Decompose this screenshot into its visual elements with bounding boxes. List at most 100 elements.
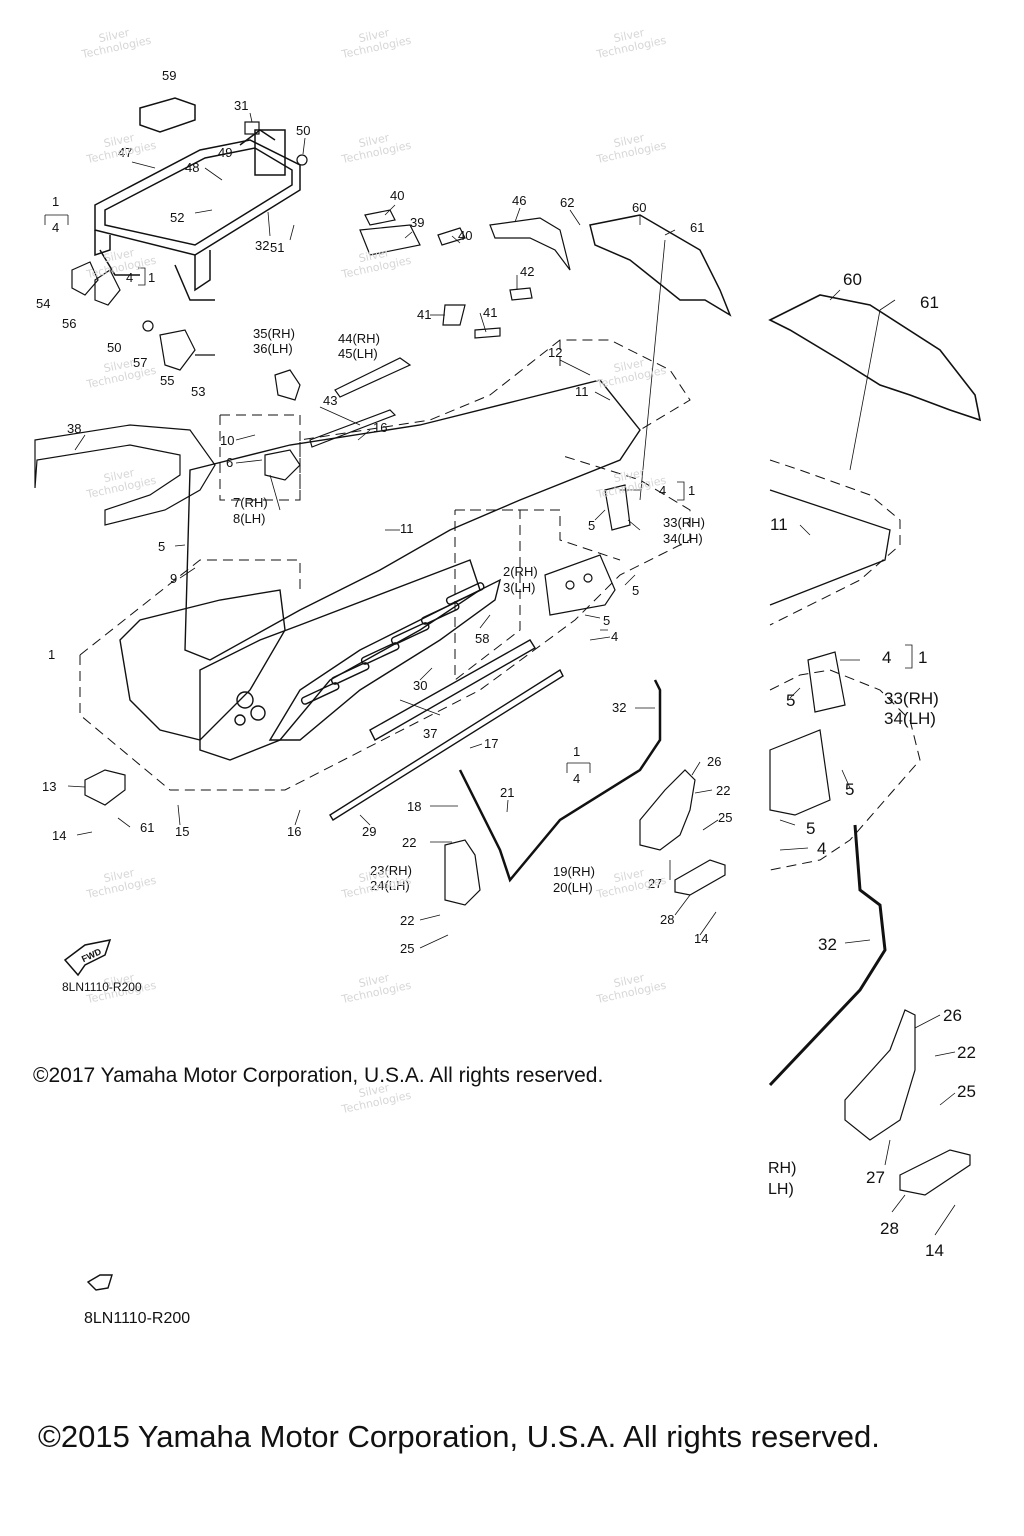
callout-46: 46	[512, 193, 526, 208]
part-7-bracket	[264, 449, 301, 481]
tunnel-body	[119, 379, 641, 761]
seat-rack-47	[94, 129, 301, 301]
zoom-callout-4: 4	[817, 839, 826, 858]
part-2-bracket-plate	[544, 554, 616, 616]
callout-48: 48	[185, 160, 199, 175]
zoom-callout-11: 11	[770, 515, 788, 534]
zoom-callout-labels: 60 61 11 4 1 5 33(RH) 34(LH) 5 5 4 32 26…	[770, 270, 976, 1260]
callout-34: 34(LH)	[663, 531, 703, 546]
callout-11: 11	[575, 384, 589, 399]
zoom-step	[899, 1149, 971, 1196]
copyright-inner: ©2017 Yamaha Motor Corporation, U.S.A. A…	[33, 1064, 604, 1087]
zoom-callout-5: 5	[786, 691, 795, 710]
callout-20: 20(LH)	[553, 880, 593, 895]
callout-50: 50	[107, 340, 121, 355]
zoom-callout-22: 22	[957, 1043, 976, 1062]
zoom-callout-34: 34(LH)	[884, 709, 936, 728]
part-29-rail	[329, 668, 564, 821]
callout-9: 9	[170, 571, 177, 586]
callout-18: 18	[407, 799, 421, 814]
zoom-callout-14: 14	[925, 1241, 944, 1260]
callout-10: 10	[220, 433, 234, 448]
callout-40: 40	[390, 188, 404, 203]
leader-lines	[67, 112, 956, 1236]
callout-fragment-lh: LH)	[768, 1181, 794, 1198]
callout-53: 53	[191, 384, 205, 399]
zoom-rear-bumper	[768, 294, 982, 422]
callout-40: 40	[458, 228, 472, 243]
copyright-main: ©2015 Yamaha Motor Corporation, U.S.A. A…	[38, 1419, 880, 1454]
zoom-callout-33: 33(RH)	[884, 689, 939, 708]
callout-22: 22	[716, 783, 730, 798]
part-13-grab-handle	[84, 769, 126, 806]
callout-17: 17	[484, 736, 498, 751]
callout-5: 5	[158, 539, 165, 554]
callout-51: 51	[270, 240, 284, 255]
callout-23: 23(RH)	[370, 863, 412, 878]
callout-38: 38	[67, 421, 81, 436]
callout-16: 16	[287, 824, 301, 839]
callout-59: 59	[162, 68, 176, 83]
callout-4: 4	[659, 483, 666, 498]
callout-26: 26	[707, 754, 721, 769]
callout-52: 52	[170, 210, 184, 225]
zoom-bracket	[769, 729, 831, 816]
deck-plates	[359, 209, 533, 339]
assembly-boundaries	[79, 339, 691, 791]
callout-30: 30	[413, 678, 427, 693]
fwd-arrow	[63, 939, 112, 977]
callout-5: 5	[603, 613, 610, 628]
part-33-guard	[604, 484, 631, 531]
callout-3: 3(LH)	[503, 580, 536, 595]
callout-41: 41	[417, 307, 431, 322]
callout-4: 4	[52, 220, 59, 235]
callout-43: 43	[323, 393, 337, 408]
callout-6: 6	[226, 455, 233, 470]
zoom-callout-26: 26	[943, 1006, 962, 1025]
callout-37: 37	[423, 726, 437, 741]
callout-14: 14	[694, 931, 708, 946]
part-43-strip	[309, 409, 397, 448]
callout-49: 49	[218, 145, 232, 160]
diagram-code-inner: 8LN1110-R200	[62, 980, 142, 994]
callout-47: 47	[118, 145, 132, 160]
part-44-strip	[334, 357, 412, 398]
zoom-callout-61: 61	[920, 293, 939, 312]
callout-41: 41	[483, 305, 497, 320]
callout-1: 1	[148, 270, 155, 285]
callout-7: 7(RH)	[233, 495, 268, 510]
zoom-callout-60: 60	[843, 270, 862, 289]
zoom-callout-5: 5	[806, 819, 815, 838]
callout-56: 56	[62, 316, 76, 331]
callout-35: 35(RH)	[253, 326, 295, 341]
callout-1: 1	[573, 744, 580, 759]
zoom-callout-1: 1	[918, 648, 927, 667]
callout-62: 62	[560, 195, 574, 210]
part-26-footrest	[639, 769, 696, 851]
callout-5: 5	[632, 583, 639, 598]
callout-5: 5	[588, 518, 595, 533]
part-59-cover	[139, 97, 196, 133]
zoom-callout-4: 4	[882, 648, 891, 667]
callout-28: 28	[660, 912, 674, 927]
callout-24: 24(LH)	[370, 878, 410, 893]
zoom-callout-28: 28	[880, 1219, 899, 1238]
callout-21: 21	[500, 785, 514, 800]
callout-29: 29	[362, 824, 376, 839]
callout-14: 14	[52, 828, 66, 843]
zoom-fwd-arrow	[86, 1274, 113, 1291]
part-19-running-board-bar	[458, 679, 662, 883]
zoom-running-bar	[768, 824, 887, 1087]
callout-61: 61	[140, 820, 154, 835]
callout-33: 33(RH)	[663, 515, 705, 530]
callout-32: 32	[255, 238, 269, 253]
callout-36: 36(LH)	[253, 341, 293, 356]
zoom-callout-25: 25	[957, 1082, 976, 1101]
callout-45: 45(LH)	[338, 346, 378, 361]
zoom-guard	[807, 651, 846, 713]
callout-4: 4	[611, 629, 618, 644]
callout-22: 22	[400, 913, 414, 928]
callout-19: 19(RH)	[553, 864, 595, 879]
